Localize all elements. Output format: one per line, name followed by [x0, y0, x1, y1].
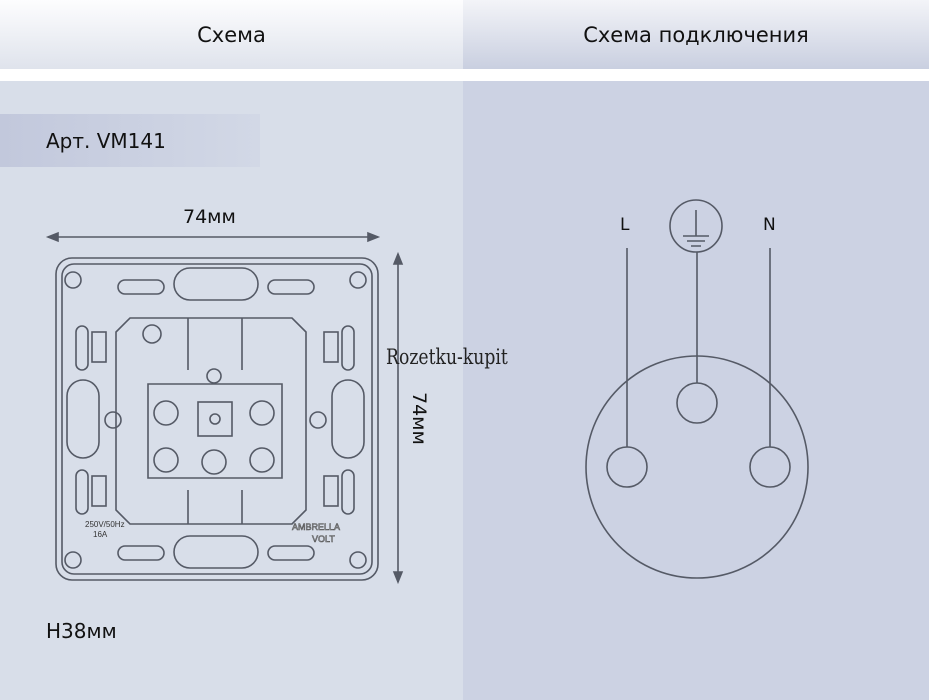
socket-outline: [585, 355, 809, 579]
left-panel: [0, 81, 463, 700]
header-right-title: Схема подключения: [463, 0, 929, 69]
ground-icon: [669, 199, 723, 253]
wiring-title: Схема подключения: [583, 22, 809, 47]
watermark: Rozetku-kupit: [386, 345, 508, 369]
earth-contact: [676, 382, 718, 424]
neutral-contact: [749, 446, 791, 488]
width-dimension: 74мм: [183, 206, 236, 228]
scheme-title: Схема: [197, 22, 266, 47]
phase-contact: [606, 446, 648, 488]
right-panel: [463, 81, 929, 700]
article-label: Арт. VM141: [46, 128, 166, 153]
brand-line1: AMBRELLA: [292, 522, 340, 532]
neutral-label: N: [763, 215, 776, 235]
socket-drawing: [45, 231, 404, 585]
depth-dimension: H38мм: [46, 619, 117, 643]
header-left-title: Схема: [0, 0, 463, 69]
wiring-diagram: [585, 199, 809, 579]
rating-label: 250V/50Hz: [85, 520, 125, 529]
phase-label: L: [620, 215, 630, 235]
article-band: Арт. VM141: [0, 114, 260, 167]
current-label: 16A: [93, 530, 108, 539]
brand-line2: VOLT: [312, 534, 335, 544]
